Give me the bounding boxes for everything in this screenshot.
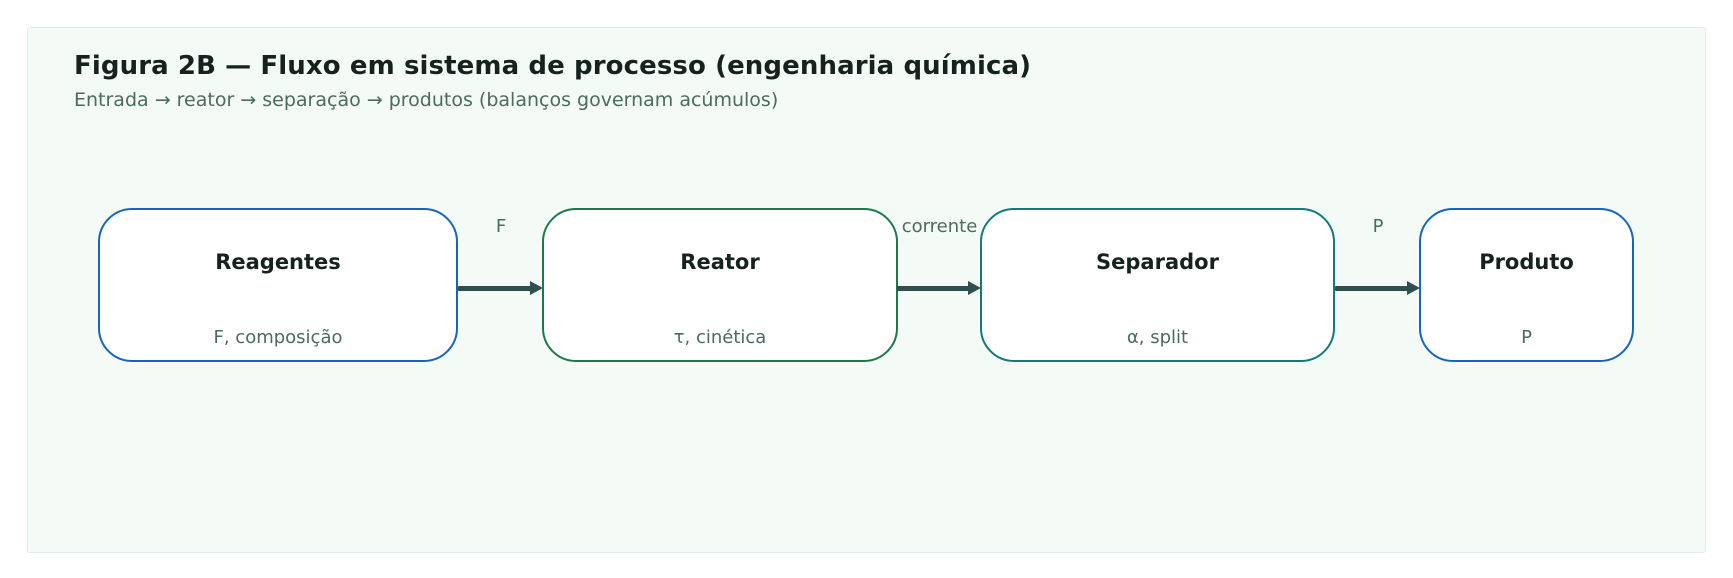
node-subtitle: F, composição — [213, 327, 343, 348]
process-node-reagentes[interactable]: Reagentes F, composição — [98, 208, 458, 362]
flow-arrow-reator-to-separador — [897, 280, 982, 296]
flow-arrow-separador-to-produto — [1335, 280, 1421, 296]
node-title: Separador — [1096, 250, 1219, 274]
node-title: Reagentes — [215, 250, 341, 274]
node-subtitle: α, split — [1126, 327, 1189, 348]
figure-title: Figura 2B — Fluxo em sistema de processo… — [74, 51, 1032, 81]
arrow-head-icon — [530, 280, 543, 295]
process-node-reator[interactable]: Reator τ, cinética — [542, 208, 898, 362]
node-title: Produto — [1479, 250, 1574, 274]
arrow-head-icon — [968, 280, 981, 295]
flow-arrow-reagentes-to-reator — [458, 280, 544, 296]
process-node-separador[interactable]: Separador α, split — [980, 208, 1335, 362]
node-subtitle: τ, cinética — [673, 327, 767, 348]
flow-arrow-label: F — [495, 216, 507, 237]
arrow-shaft — [458, 286, 532, 291]
arrow-shaft — [897, 286, 970, 291]
process-flow-diagram: Reagentes F, composição Reator τ, cinéti… — [28, 28, 1707, 554]
node-subtitle: P — [1521, 327, 1532, 348]
node-title: Reator — [680, 250, 760, 274]
arrow-head-icon — [1407, 280, 1420, 295]
process-node-produto[interactable]: Produto P — [1419, 208, 1634, 362]
arrow-shaft — [1335, 286, 1409, 291]
flow-arrow-label: P — [1372, 216, 1384, 237]
figure-subtitle: Entrada → reator → separação → produtos … — [74, 89, 779, 111]
flow-arrow-label: corrente — [901, 216, 978, 237]
figure-panel: Figura 2B — Fluxo em sistema de processo… — [27, 27, 1706, 553]
